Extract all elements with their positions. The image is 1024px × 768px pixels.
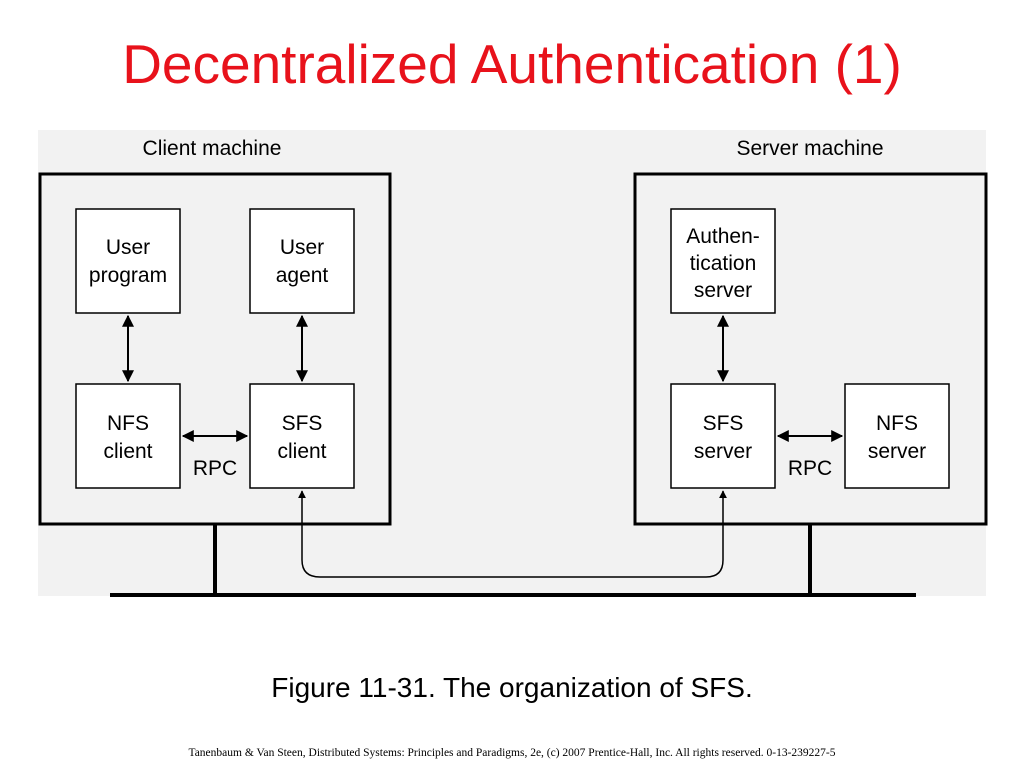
authentication-server-label-line1: Authen-	[686, 225, 760, 248]
user-program-box: User program	[75, 208, 181, 314]
nfs-client-label-line1: NFS	[107, 412, 149, 435]
nfs-server-label-line1: NFS	[876, 412, 918, 435]
sfs-network-connection-arrow	[298, 490, 727, 578]
user-agent-label-line1: User	[280, 236, 324, 259]
figure-background	[38, 130, 986, 596]
nfs-client-label-line2: client	[103, 440, 152, 463]
nfs-server-label-line2: server	[868, 440, 926, 463]
authentication-server-label-line2: tication	[690, 252, 757, 275]
sfs-server-label-line2: server	[694, 440, 752, 463]
user-program-label-line2: program	[89, 264, 167, 287]
figure-caption: Figure 11-31. The organization of SFS.	[271, 672, 753, 703]
client-machine-label: Client machine	[143, 137, 282, 160]
sfs-client-label-line2: client	[277, 440, 326, 463]
server-machine-label: Server machine	[736, 137, 883, 160]
user-agent-box: User agent	[249, 208, 355, 314]
client-rpc-label: RPC	[193, 457, 237, 480]
server-rpc-label: RPC	[788, 457, 832, 480]
sfs-server-box: SFS server	[670, 383, 776, 489]
sfs-server-label-line1: SFS	[703, 412, 744, 435]
authentication-server-label-line3: server	[694, 279, 752, 302]
nfs-server-box: NFS server	[844, 383, 950, 489]
nfs-client-box: NFS client	[75, 383, 181, 489]
sfs-client-label-line1: SFS	[282, 412, 323, 435]
user-program-label-line1: User	[106, 236, 150, 259]
sfs-client-box: SFS client	[249, 383, 355, 489]
user-agent-label-line2: agent	[276, 264, 329, 287]
copyright-footer: Tanenbaum & Van Steen, Distributed Syste…	[188, 747, 836, 759]
slide-title: Decentralized Authentication (1)	[122, 33, 902, 95]
authentication-server-box: Authen- tication server	[670, 208, 776, 314]
